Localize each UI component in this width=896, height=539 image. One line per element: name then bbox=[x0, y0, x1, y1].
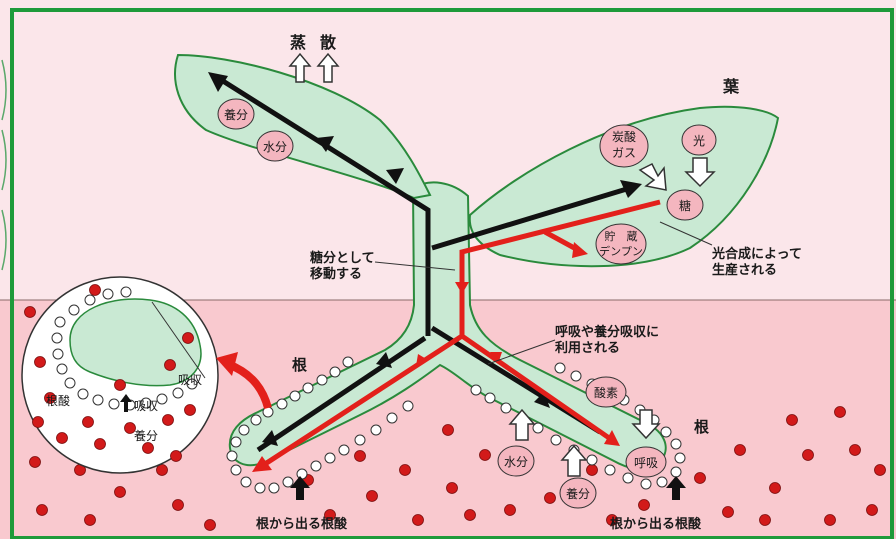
text-storage-2: デンプン bbox=[599, 244, 643, 258]
text-nutrients-leaf: 養分 bbox=[224, 107, 248, 122]
label-root-acid-right: 根から出る根酸 bbox=[610, 516, 702, 532]
text-co2-2: ガス bbox=[612, 146, 636, 160]
label-photosynthesis-2: 生産される bbox=[712, 262, 777, 278]
text-co2-1: 炭酸 bbox=[612, 129, 636, 144]
label-photosynthesis-1: 光合成によって bbox=[711, 246, 802, 262]
text-respiration: 呼吸 bbox=[634, 456, 658, 470]
label-move-as-sugar-2: 移動する bbox=[310, 266, 362, 282]
zoom-label-absorption-right: 吸収 bbox=[178, 373, 202, 387]
text-light: 光 bbox=[693, 134, 705, 148]
text-water-leaf: 水分 bbox=[263, 140, 287, 154]
label-root-left: 根 bbox=[292, 356, 307, 374]
zoom-label-nutrients: 養分 bbox=[134, 428, 158, 443]
label-respiration-use-1: 呼吸や養分吸収に bbox=[555, 324, 659, 340]
text-water-root: 水分 bbox=[504, 455, 528, 469]
label-respiration-use-2: 利用される bbox=[555, 340, 620, 356]
label-root-right: 根 bbox=[694, 418, 709, 436]
label-transpiration-1: 蒸 bbox=[290, 33, 306, 52]
text-sugar: 糖 bbox=[679, 198, 691, 213]
text-nutrients-root: 養分 bbox=[566, 486, 590, 501]
label-leaf: 葉 bbox=[722, 77, 740, 96]
zoom-label-absorption: 吸収 bbox=[134, 399, 158, 413]
text-oxygen: 酸素 bbox=[594, 385, 618, 400]
text-storage-1: 貯 蔵 bbox=[605, 230, 638, 243]
label-move-as-sugar-1: 糖分として bbox=[310, 250, 375, 266]
label-transpiration-2: 散 bbox=[320, 33, 337, 52]
label-root-acid-left: 根から出る根酸 bbox=[256, 516, 348, 532]
zoom-label-root-acid: 根酸 bbox=[46, 393, 70, 408]
